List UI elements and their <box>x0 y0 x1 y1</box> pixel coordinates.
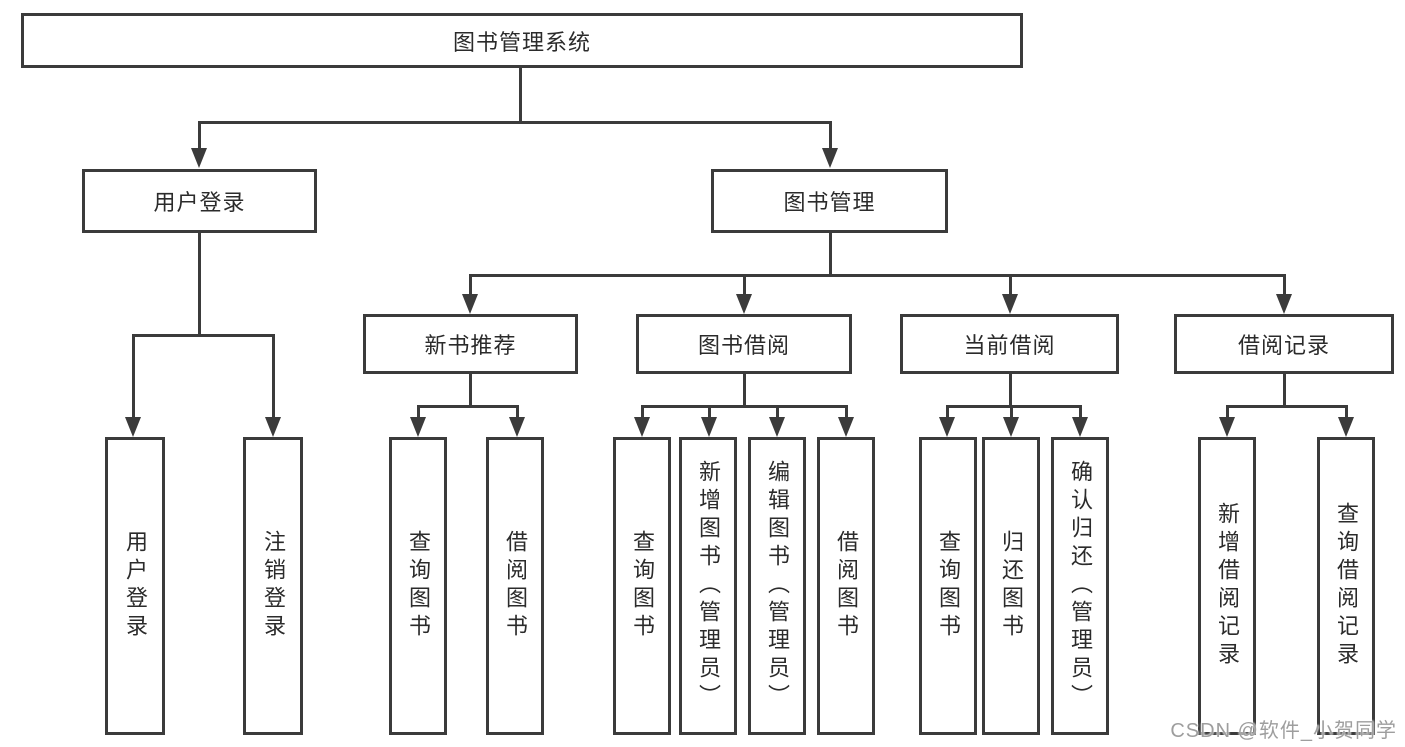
arrow-down-icon <box>1219 417 1235 437</box>
connector-vline <box>1009 274 1012 296</box>
connector-vline <box>516 405 519 419</box>
connector-vline <box>417 405 420 419</box>
node-user-login: 用户登录 <box>82 169 317 233</box>
connector-vline <box>1283 374 1286 407</box>
node-label: 借阅图书 <box>503 530 528 642</box>
node-label: 查询图书 <box>406 530 431 642</box>
arrow-down-icon <box>191 148 207 168</box>
connector-vline <box>743 274 746 296</box>
connector-vline <box>829 233 832 277</box>
connector-vline <box>946 405 949 419</box>
connector-vline <box>132 334 135 419</box>
connector-vline <box>1009 374 1012 407</box>
connector-hline <box>132 334 274 337</box>
connector-vline <box>519 68 522 122</box>
node-label: 用户登录 <box>123 530 148 642</box>
connector-vline <box>1010 405 1013 419</box>
arrow-down-icon <box>634 417 650 437</box>
arrow-down-icon <box>1003 417 1019 437</box>
node-label: 新增借阅记录 <box>1215 502 1240 670</box>
leaf-query-book-borrow: 查询图书 <box>613 437 671 735</box>
arrow-down-icon <box>838 417 854 437</box>
node-root: 图书管理系统 <box>21 13 1023 68</box>
connector-vline <box>272 334 275 419</box>
node-label: 注销登录 <box>261 530 286 642</box>
connector-vline <box>469 374 472 407</box>
arrow-down-icon <box>462 294 478 314</box>
node-label: 编辑图书（管理员） <box>765 460 790 712</box>
connector-hline <box>641 405 848 408</box>
connector-hline <box>417 405 518 408</box>
arrow-down-icon <box>822 148 838 168</box>
connector-vline <box>845 405 848 419</box>
connector-vline <box>198 233 201 337</box>
arrow-down-icon <box>939 417 955 437</box>
connector-vline <box>1345 405 1348 419</box>
node-label: 用户登录 <box>153 190 246 215</box>
arrow-down-icon <box>1072 417 1088 437</box>
connector-hline <box>1226 405 1348 408</box>
node-book-management: 图书管理 <box>711 169 948 233</box>
node-label: 图书借阅 <box>697 333 790 358</box>
connector-vline <box>469 274 472 296</box>
node-new-book-recommend: 新书推荐 <box>363 314 578 374</box>
node-label: 借阅图书 <box>834 530 859 642</box>
leaf-borrow-book: 借阅图书 <box>817 437 875 735</box>
connector-vline <box>829 121 832 151</box>
leaf-add-book-admin: 新增图书（管理员） <box>679 437 737 735</box>
leaf-query-book-recommend: 查询图书 <box>389 437 447 735</box>
leaf-confirm-return-admin: 确认归还（管理员） <box>1051 437 1109 735</box>
arrow-down-icon <box>701 417 717 437</box>
arrow-down-icon <box>736 294 752 314</box>
leaf-query-book-current: 查询图书 <box>919 437 977 735</box>
arrow-down-icon <box>410 417 426 437</box>
connector-vline <box>641 405 644 419</box>
node-label: 当前借阅 <box>963 333 1056 358</box>
leaf-return-book: 归还图书 <box>982 437 1040 735</box>
connector-vline <box>1226 405 1229 419</box>
node-label: 查询借阅记录 <box>1334 502 1359 670</box>
connector-vline <box>1079 405 1082 419</box>
arrow-down-icon <box>1276 294 1292 314</box>
connector-vline <box>198 121 201 151</box>
node-label: 归还图书 <box>999 530 1024 642</box>
node-label: 图书管理 <box>783 190 876 215</box>
leaf-query-borrow-record: 查询借阅记录 <box>1317 437 1375 735</box>
node-label: 图书管理系统 <box>452 29 591 55</box>
connector-vline <box>743 374 746 407</box>
node-borrow-records: 借阅记录 <box>1174 314 1394 374</box>
arrow-down-icon <box>1338 417 1354 437</box>
leaf-edit-book-admin: 编辑图书（管理员） <box>748 437 806 735</box>
node-label: 借阅记录 <box>1237 333 1330 358</box>
arrow-down-icon <box>1002 294 1018 314</box>
node-label: 新增图书（管理员） <box>696 460 721 712</box>
node-label: 查询图书 <box>936 530 961 642</box>
leaf-add-borrow-record: 新增借阅记录 <box>1198 437 1256 735</box>
connector-hline <box>198 121 832 124</box>
connector-vline <box>776 405 779 419</box>
arrow-down-icon <box>265 417 281 437</box>
node-label: 确认归还（管理员） <box>1068 460 1093 712</box>
connector-hline <box>469 274 1285 277</box>
node-current-borrow: 当前借阅 <box>900 314 1119 374</box>
leaf-user-login: 用户登录 <box>105 437 165 735</box>
leaf-borrow-book-recommend: 借阅图书 <box>486 437 544 735</box>
node-book-borrow: 图书借阅 <box>636 314 852 374</box>
csdn-watermark: CSDN @软件_小贺同学 <box>1170 720 1397 742</box>
arrow-down-icon <box>769 417 785 437</box>
leaf-logout-login: 注销登录 <box>243 437 303 735</box>
arrow-down-icon <box>125 417 141 437</box>
node-label: 新书推荐 <box>424 333 517 358</box>
node-label: 查询图书 <box>630 530 655 642</box>
connector-vline <box>708 405 711 419</box>
connector-vline <box>1283 274 1286 296</box>
connector-hline <box>946 405 1082 408</box>
arrow-down-icon <box>509 417 525 437</box>
